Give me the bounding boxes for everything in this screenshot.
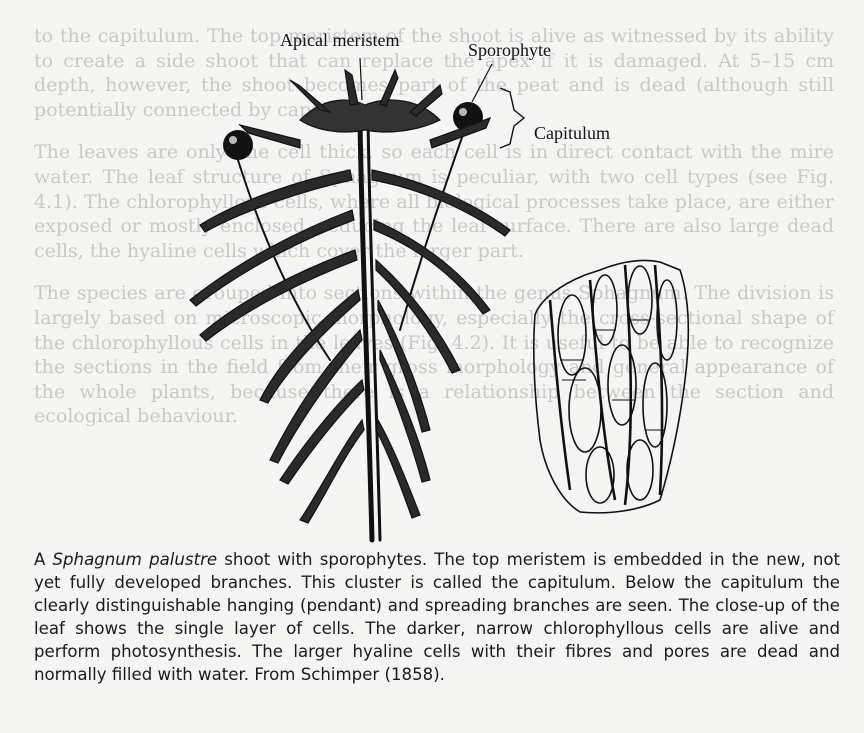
label-apical-meristem: Apical meristem xyxy=(280,30,399,51)
figure-caption: A Sphagnum palustre shoot with sporophyt… xyxy=(34,548,840,686)
caption-prefix: A xyxy=(34,550,52,569)
leaf-cell-closeup xyxy=(534,260,688,512)
sporophyte-capsule-left xyxy=(223,130,253,160)
label-sporophyte: Sporophyte xyxy=(468,40,551,61)
caption-species: Sphagnum palustre xyxy=(52,550,217,569)
caption-text: shoot with sporophytes. The top meristem… xyxy=(34,550,840,684)
label-capitulum: Capitulum xyxy=(534,123,610,144)
